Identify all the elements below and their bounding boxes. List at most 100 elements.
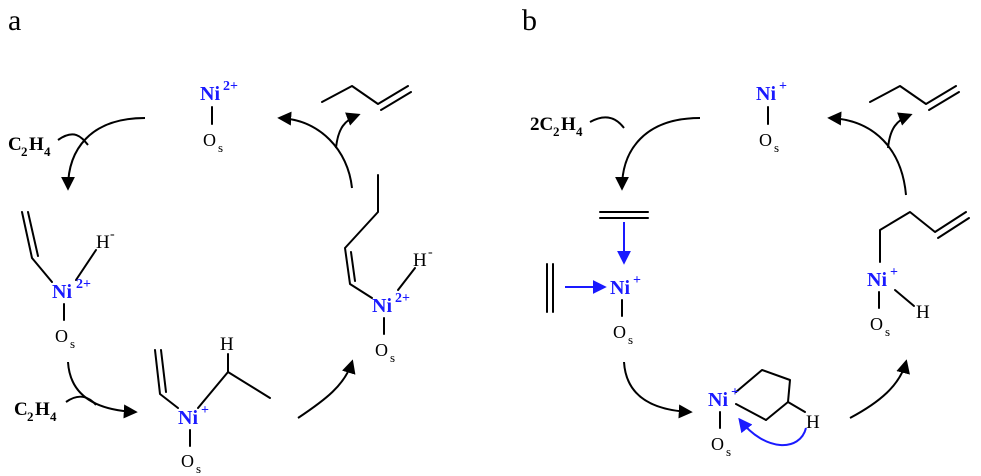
a-arrow-right-top — [277, 111, 353, 189]
b-right-ni-h-bond — [894, 289, 915, 307]
a-bottom-ni: Ni — [178, 407, 198, 429]
b-right-o-sub: s — [885, 324, 890, 339]
b-right-h: H — [916, 302, 930, 323]
a-reagent-2-c: C — [14, 399, 28, 420]
b-right-double — [937, 217, 970, 239]
b-reagent-sub1: 2 — [553, 124, 560, 139]
b-butene-chain — [869, 85, 957, 105]
a-reagent-2-h: H — [35, 399, 50, 420]
a-butene-chain — [321, 85, 409, 105]
b-hydrogen-shift-arrow — [738, 417, 807, 447]
a-right-butenyl — [344, 174, 379, 299]
a-right-ni: Ni — [372, 295, 392, 317]
a-left-vinyl — [21, 211, 53, 283]
a-left-vinyl-double — [27, 211, 39, 257]
panel-a: a Ni 2+ O s C 2 H 4 H - Ni 2+ O — [8, 4, 433, 476]
b-bottom-o: O — [711, 434, 724, 454]
b-arrow-top-left — [615, 117, 701, 191]
a-reagent-2-sub2: 4 — [50, 409, 57, 424]
a-left-ni-h-bond — [75, 249, 97, 281]
a-bottom-o-sub: s — [196, 461, 201, 476]
b-ni-bottom: H Ni + O s — [708, 369, 820, 459]
a-ni-top-o: O — [203, 130, 216, 150]
b-ni-top-symbol: Ni — [756, 83, 776, 105]
b-bottom-o-sub: s — [726, 444, 731, 459]
a-left-o-sub: s — [70, 336, 75, 351]
b-ni-top: Ni + O s — [756, 79, 787, 155]
b-reagent-sub2: 4 — [576, 124, 583, 139]
b-right-o: O — [870, 314, 883, 334]
a-right-o-sub: s — [390, 350, 395, 365]
a-reagent-2-curve — [65, 395, 97, 406]
a-right-ni-charge: 2+ — [395, 291, 410, 306]
a-left-ni-charge: 2+ — [76, 277, 91, 292]
a-ni-top-charge: 2+ — [223, 79, 238, 94]
a-reagent-c2h4-1: C 2 H 4 — [8, 134, 51, 159]
panel-a-label: a — [8, 4, 21, 37]
panel-b-label: b — [522, 4, 537, 37]
b-butene-double — [928, 91, 960, 111]
a-arrow-left-bottom — [67, 361, 138, 419]
a-bottom-o: O — [181, 451, 194, 471]
b-arrow-left-bottom — [623, 361, 693, 419]
b-ni-right: Ni + H O s — [867, 211, 970, 339]
a-bottom-h: H — [220, 334, 234, 355]
b-left-ni-charge: + — [633, 273, 641, 288]
a-ni-right: H - Ni 2+ O s — [344, 174, 433, 365]
b-reagent-h: H — [561, 114, 576, 135]
b-ni-left: Ni + O s — [546, 211, 649, 347]
a-reagent-1-curve — [57, 133, 89, 146]
a-reagent-1-c: C — [8, 134, 22, 155]
a-right-o: O — [375, 340, 388, 360]
b-ni-top-o-sub: s — [774, 140, 779, 155]
a-bottom-ni-charge: + — [201, 403, 209, 418]
a-reagent-2-sub1: 2 — [27, 409, 34, 424]
a-reagent-c2h4-2: C 2 H 4 — [14, 399, 57, 424]
a-right-h: H — [413, 250, 427, 271]
b-product-release — [887, 112, 913, 149]
b-metallacycle-ring — [735, 369, 806, 413]
b-product-butene — [869, 85, 960, 111]
b-reagent-curve — [589, 116, 625, 129]
b-arrow-bottom-right — [849, 359, 910, 419]
a-reagent-1-sub1: 2 — [21, 144, 28, 159]
a-left-ni: Ni — [52, 281, 72, 303]
a-bottom-vinyl-double — [160, 349, 167, 393]
panel-b: b Ni + O s 2C 2 H 4 Ni + — [522, 4, 970, 459]
b-right-ni: Ni — [867, 269, 887, 291]
b-bottom-ni-charge: + — [731, 385, 739, 400]
a-ni-top-o-sub: s — [218, 140, 223, 155]
a-left-h: H — [96, 232, 110, 253]
a-ni-top: Ni 2+ O s — [200, 79, 238, 155]
a-bottom-vinyl — [154, 349, 179, 409]
a-product-butene — [321, 85, 412, 111]
a-reagent-1-sub2: 4 — [44, 144, 51, 159]
b-arrow-right-top — [827, 111, 907, 196]
a-butene-double — [380, 91, 412, 111]
a-product-release — [335, 112, 361, 149]
b-bottom-ni: Ni — [708, 389, 728, 411]
a-right-h-charge: - — [428, 245, 433, 260]
b-left-o: O — [613, 322, 626, 342]
a-left-o: O — [55, 326, 68, 346]
a-right-ni-h-bond — [397, 267, 416, 291]
b-ni-top-charge: + — [779, 79, 787, 94]
a-ni-top-symbol: Ni — [200, 83, 220, 105]
a-arrow-bottom-right — [297, 359, 356, 419]
a-left-h-charge: - — [110, 227, 115, 242]
a-reagent-1-h: H — [29, 134, 44, 155]
b-ring-close — [765, 401, 789, 421]
b-bottom-h: H — [806, 412, 820, 433]
a-ni-bottom: H Ni + O s — [154, 334, 271, 476]
b-reagent-2c2h4: 2C 2 H 4 — [530, 114, 583, 139]
a-arrow-top-left — [61, 117, 146, 191]
b-left-ni: Ni — [610, 277, 630, 299]
b-left-o-sub: s — [628, 332, 633, 347]
b-right-butenyl — [879, 211, 967, 263]
a-right-double — [350, 251, 356, 282]
b-ni-top-o: O — [759, 130, 772, 150]
b-ring-lower — [735, 403, 767, 421]
b-right-ni-charge: + — [890, 265, 898, 280]
a-ni-left: H - Ni 2+ O s — [21, 211, 115, 351]
